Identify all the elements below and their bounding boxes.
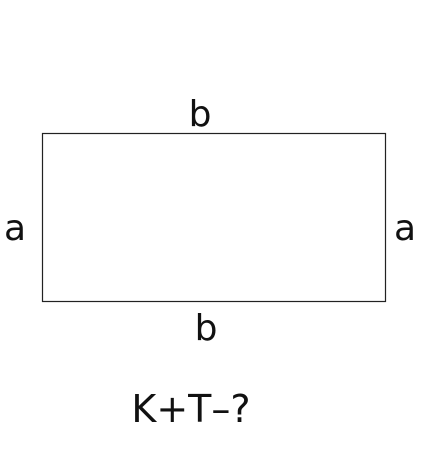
rectangle (41, 132, 387, 303)
question-text: K+T–? (131, 387, 250, 431)
side-label-right: a (394, 208, 416, 249)
side-label-left: a (4, 208, 26, 249)
side-label-bottom: b (195, 308, 218, 349)
side-label-top: b (189, 94, 212, 135)
